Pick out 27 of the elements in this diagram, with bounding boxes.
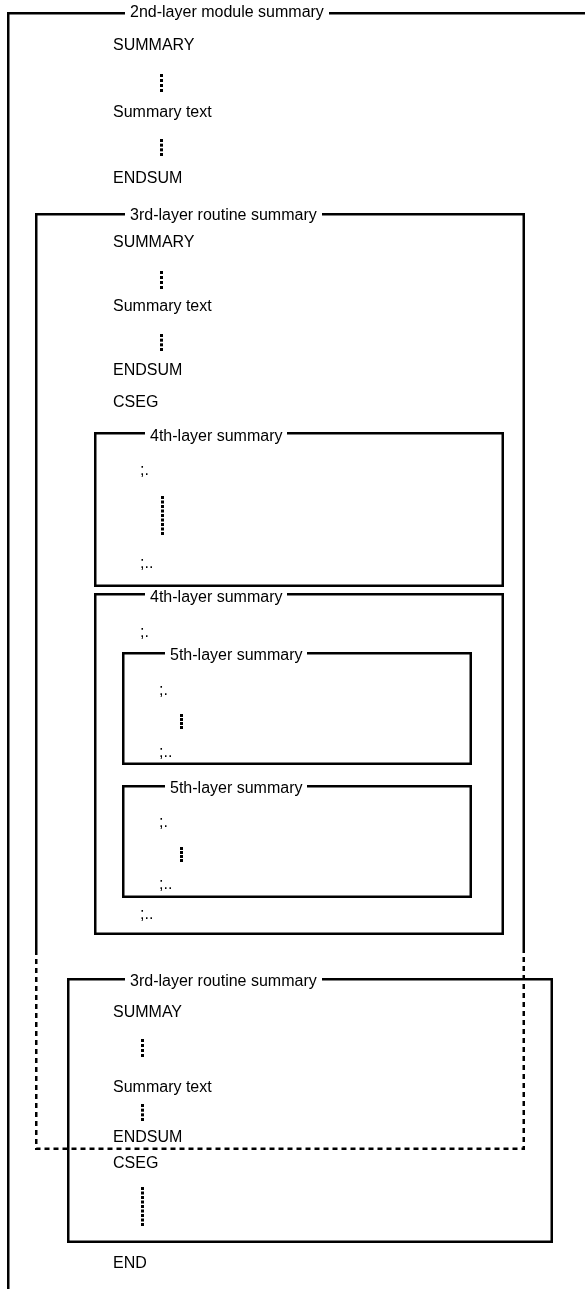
frame-title: 4th-layer summary — [145, 427, 288, 445]
frame-title: 5th-layer summary — [165, 646, 308, 664]
code-line: CSEG — [113, 1154, 159, 1172]
code-line: ;.. — [159, 875, 173, 893]
frame-title: 3rd-layer routine summary — [125, 972, 322, 990]
code-line: ;. — [159, 813, 168, 831]
frame-title: 2nd-layer module summary — [125, 3, 329, 21]
code-line: Summary text — [113, 1078, 212, 1096]
frame-title: 5th-layer summary — [165, 779, 308, 797]
code-line: ENDSUM — [113, 1128, 183, 1146]
code-line: ENDSUM — [113, 361, 183, 379]
code-line: CSEG — [113, 393, 159, 411]
code-line: ;. — [159, 681, 168, 699]
code-line: ENDSUM — [113, 169, 183, 187]
code-line: SUMMARY — [113, 36, 195, 54]
code-line: ;. — [140, 461, 149, 479]
code-line: ;.. — [140, 554, 154, 572]
code-line: ;.. — [140, 905, 154, 923]
code-line: ;. — [140, 623, 149, 641]
code-line: SUMMAY — [113, 1003, 183, 1021]
code-line: ;.. — [159, 743, 173, 761]
frame-title: 4th-layer summary — [145, 588, 288, 606]
code-line: SUMMARY — [113, 233, 195, 251]
code-line: Summary text — [113, 297, 212, 315]
code-line: Summary text — [113, 103, 212, 121]
code-line: END — [113, 1254, 147, 1272]
frame-title: 3rd-layer routine summary — [125, 206, 322, 224]
